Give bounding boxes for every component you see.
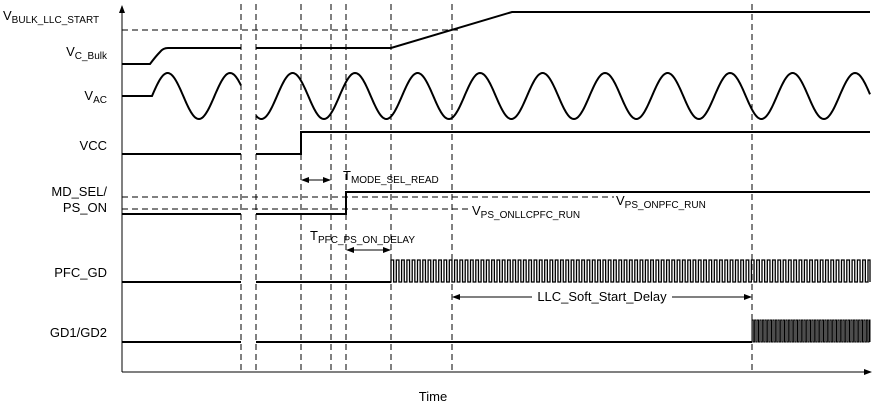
label-vps-on-pfc-run: VPS_ONPFC_RUN	[616, 193, 706, 211]
label-md-sel: MD_SEL/	[51, 184, 107, 199]
label-vps-on-llcpfc-run: VPS_ONLLCPFC_RUN	[472, 203, 580, 221]
label-vbulk-llc-start: VBULK_LLC_START	[3, 8, 99, 26]
label-vcc: VCC	[80, 138, 107, 153]
x-axis-label: Time	[419, 389, 447, 404]
vc-bulk-waveform	[122, 11, 870, 65]
label-ps-on: PS_ON	[63, 200, 107, 215]
label-pfc-gd: PFC_GD	[54, 265, 107, 280]
label-t-mode-sel-read: TMODE_SEL_READ	[343, 168, 439, 186]
event-markers	[240, 4, 753, 372]
label-llc-soft-start-delay: LLC_Soft_Start_Delay	[537, 289, 667, 304]
label-gd1-gd2: GD1/GD2	[50, 325, 107, 340]
md-sel-ps-on-waveform	[122, 191, 870, 215]
pfc-gd-waveform	[122, 259, 871, 283]
vac-waveform	[122, 71, 871, 121]
gd1-gd2-waveform	[122, 319, 871, 343]
label-t-pfc-ps-on-delay: TPFC_PS_ON_DELAY	[310, 228, 415, 246]
vcc-waveform	[122, 131, 870, 155]
label-vac: VAC	[84, 88, 107, 106]
label-vc-bulk: VC_Bulk	[66, 44, 108, 62]
